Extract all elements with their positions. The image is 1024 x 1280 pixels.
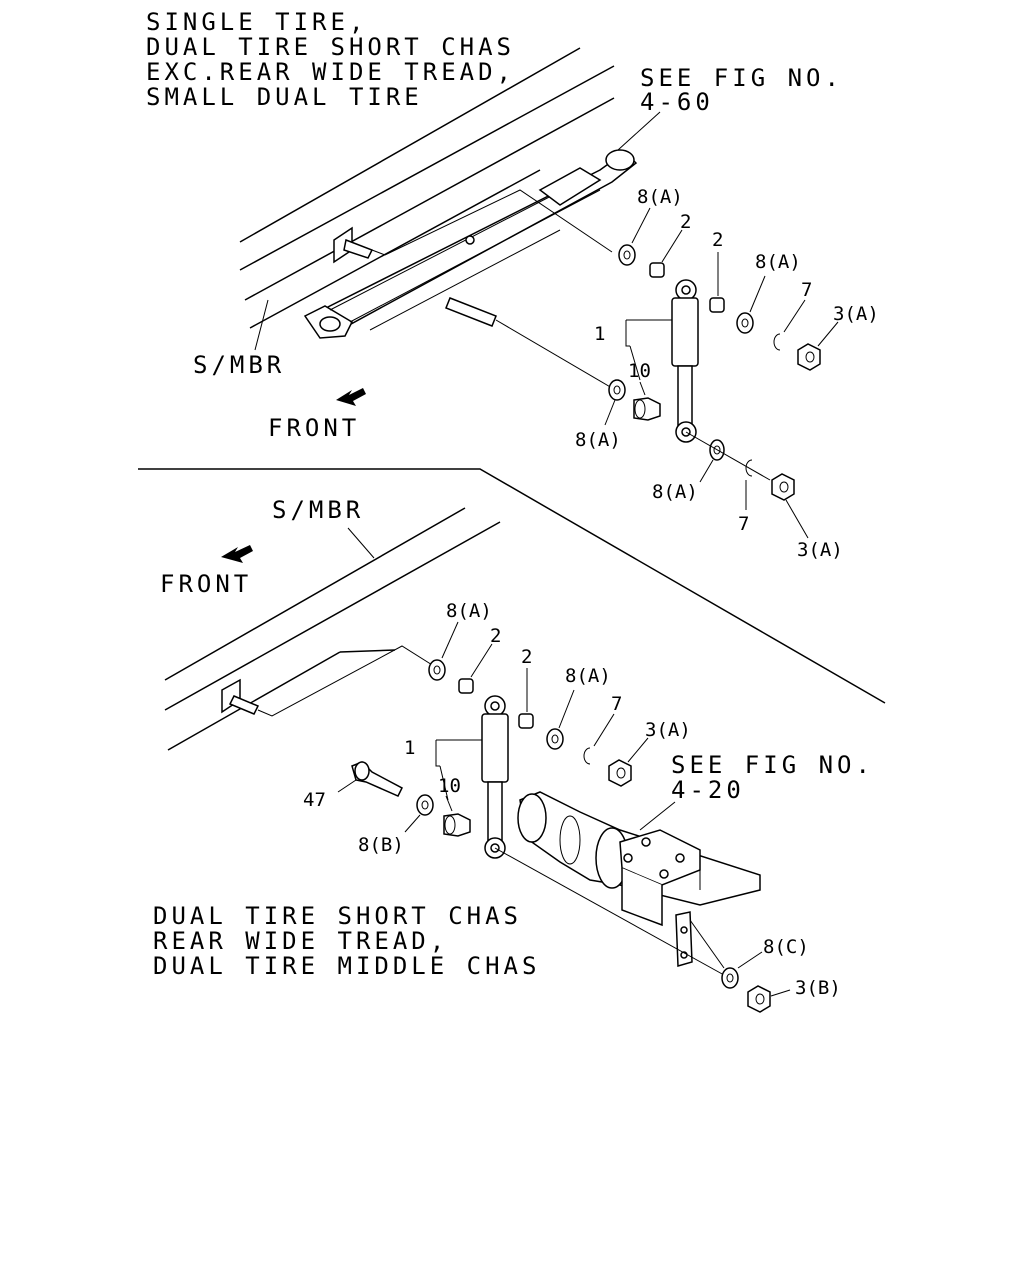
top-clip-7: [773, 333, 781, 351]
bottom-axle-housing: [517, 791, 761, 927]
bottom-bushing-10: [443, 813, 471, 837]
top-bushing-2a: [649, 262, 665, 278]
top-callout-clip-bottom: 7: [738, 513, 749, 535]
top-member-label: S/MBR: [193, 351, 285, 379]
bottom-callout-nut-top: 3(A): [645, 719, 691, 741]
top-callout-bushing-lower: 10: [628, 360, 651, 382]
bottom-callout-bushing-lower: 10: [438, 775, 461, 797]
bottom-callout-nut-axle: 3(B): [795, 977, 841, 999]
bottom-washer-8b: [416, 794, 434, 816]
bottom-callout-shock: 1: [404, 737, 415, 759]
top-nut-3a-lower: [771, 473, 795, 501]
top-member-leader: [254, 299, 269, 351]
bottom-applicability-line-1: DUAL TIRE SHORT CHAS: [153, 902, 522, 930]
bottom-washer-8a-upper: [428, 659, 446, 681]
bottom-front-label: FRONT: [160, 570, 252, 598]
top-shock-bracket: [625, 320, 630, 347]
bottom-applicability-line-2: REAR WIDE TREAD,: [153, 927, 448, 955]
top-callout-washer-top-left: 8(A): [637, 186, 683, 208]
bottom-side-member: [164, 507, 501, 751]
top-upper-leader: [371, 189, 613, 256]
bottom-member-label: S/MBR: [272, 496, 364, 524]
top-lower-leader: [495, 319, 613, 389]
bottom-bushing-2a: [458, 678, 474, 694]
bottom-upper-leader: [257, 645, 438, 717]
top-callout-bushing-a: 2: [680, 211, 691, 233]
top-lower-stud: [445, 297, 497, 327]
top-washer-8a-upper: [618, 244, 636, 266]
top-nut-3a: [797, 343, 821, 371]
top-callout-bushing-b: 2: [712, 229, 723, 251]
top-callout-washer-top-right: 8(A): [755, 251, 801, 273]
top-washer-8a-right: [736, 312, 754, 334]
top-see-fig-number: 4-60: [640, 88, 714, 116]
top-washer-8a-lower-left: [608, 379, 626, 401]
bottom-see-fig-number: 4-20: [671, 776, 745, 804]
bottom-see-fig-leader: [639, 801, 676, 831]
top-clip-7-lower: [745, 459, 753, 477]
section-divider: [138, 468, 886, 704]
top-callout-washer-bottom-left: 8(A): [575, 429, 621, 451]
bottom-callout-bushing-b: 2: [521, 646, 532, 668]
top-bushing-10: [633, 397, 661, 421]
bottom-front-arrow-icon: [221, 545, 253, 563]
bottom-frame-stud: [228, 695, 260, 715]
bottom-callout-washer-top-right: 8(A): [565, 665, 611, 687]
bottom-clip-7: [583, 747, 591, 765]
bottom-callout-bushing-a: 2: [490, 625, 501, 647]
top-see-fig-leader: [617, 111, 661, 151]
bottom-member-leader: [347, 527, 375, 559]
top-callout-shock: 1: [594, 323, 605, 345]
bottom-section: S/MBR FRONT 1 8(A): [153, 496, 874, 1013]
top-applicability-line-1: SINGLE TIRE,: [146, 8, 367, 36]
top-leaf-spring: [303, 149, 638, 339]
bottom-callout-washer-bolt: 8(B): [358, 834, 404, 856]
top-callout-clip-top: 7: [801, 279, 812, 301]
bottom-bushing-2b: [518, 713, 534, 729]
top-see-fig-label: SEE FIG NO.: [640, 64, 843, 92]
bottom-shock-absorber: [481, 695, 509, 859]
top-callout-nut-bottom: 3(A): [797, 539, 843, 561]
top-bushing-2b: [709, 297, 725, 313]
bottom-applicability-line-3: DUAL TIRE MIDDLE CHAS: [153, 952, 540, 980]
bottom-callout-washer-axle: 8(C): [763, 936, 809, 958]
top-applicability-line-4: SMALL DUAL TIRE: [146, 83, 423, 111]
top-section: SINGLE TIRE, DUAL TIRE SHORT CHAS EXC.RE…: [146, 8, 879, 561]
bottom-nut-3a: [608, 759, 632, 787]
top-applicability-line-3: EXC.REAR WIDE TREAD,: [146, 58, 515, 86]
bottom-nut-3b: [747, 985, 771, 1013]
bottom-washer-8c: [721, 967, 739, 989]
top-applicability-line-2: DUAL TIRE SHORT CHAS: [146, 33, 515, 61]
bottom-callout-bolt: 47: [303, 789, 326, 811]
top-callout-nut-top: 3(A): [833, 303, 879, 325]
bottom-washer-8a-right: [546, 728, 564, 750]
top-callout-washer-bottom-right: 8(A): [652, 481, 698, 503]
bottom-see-fig-label: SEE FIG NO.: [671, 751, 874, 779]
top-front-arrow-icon: [336, 388, 366, 406]
top-shock-absorber: [671, 279, 699, 443]
bottom-callout-clip: 7: [611, 693, 622, 715]
top-side-member: [239, 47, 615, 329]
bottom-callout-washer-top-left: 8(A): [446, 600, 492, 622]
top-front-label: FRONT: [268, 414, 360, 442]
